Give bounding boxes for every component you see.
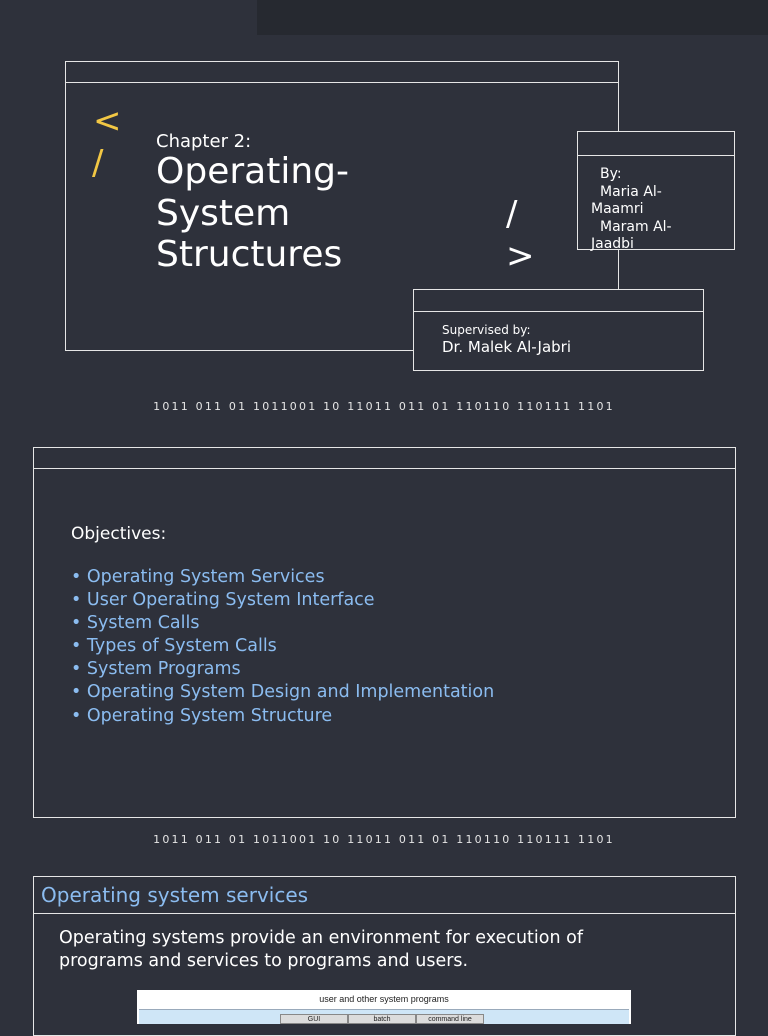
diagram-cell-gui: GUI [280,1014,348,1024]
supervisor-box-header-line [413,311,704,312]
connector-line [618,248,619,290]
supervisor-box [413,289,704,371]
deco-slash-right: / [506,194,518,234]
binary-strip-2: 1011 011 01 1011001 10 11011 011 01 1101… [153,833,615,846]
supervisor-name: Dr. Malek Al-Jabri [442,338,572,356]
author-2: Maram Al-Jaadbi [591,218,672,253]
services-title: Operating system services [41,883,309,907]
chapter-label: Chapter 2: [156,131,252,152]
services-body: Operating systems provide an environment… [59,928,584,971]
deco-close-bracket: > [506,236,535,276]
authors-box [577,131,735,250]
objectives-list: Operating System Services User Operating… [71,566,494,728]
objectives-label: Objectives: [71,524,167,544]
deco-slash-left: / [92,143,104,183]
title-frame-header-line [65,82,619,83]
diagram-cell-command-line: command line [416,1014,484,1024]
supervised-label: Supervised by: [442,323,531,337]
list-item: Operating System Services [71,566,494,589]
list-item: User Operating System Interface [71,589,494,612]
top-bar [257,0,768,35]
title-line-1: Operating- [156,151,349,192]
diagram-cell-batch: batch [348,1014,416,1024]
list-item: Types of System Calls [71,635,494,658]
list-item: System Programs [71,658,494,681]
authors-text: By: Maria Al-Maamri Maram Al-Jaadbi [591,166,733,254]
objectives-frame-header-line [33,468,736,469]
deco-open-bracket: < [93,101,122,141]
authors-box-header-line [577,155,735,156]
title-line-2: System [156,192,291,234]
services-frame-header-line [33,913,736,914]
objectives-frame [33,447,736,818]
list-item: Operating System Structure [71,705,494,728]
diagram-title: user and other system programs [319,994,449,1004]
by-label: By: [600,166,622,182]
os-services-diagram: user and other system programs GUI batch… [137,990,631,1024]
author-1: Maria Al-Maamri [591,183,662,218]
binary-strip-1: 1011 011 01 1011001 10 11011 011 01 1101… [153,400,615,413]
title-line-3: Structures [156,234,343,275]
list-item: System Calls [71,612,494,635]
page-title: Operating- System Structures [156,151,349,276]
list-item: Operating System Design and Implementati… [71,681,494,704]
